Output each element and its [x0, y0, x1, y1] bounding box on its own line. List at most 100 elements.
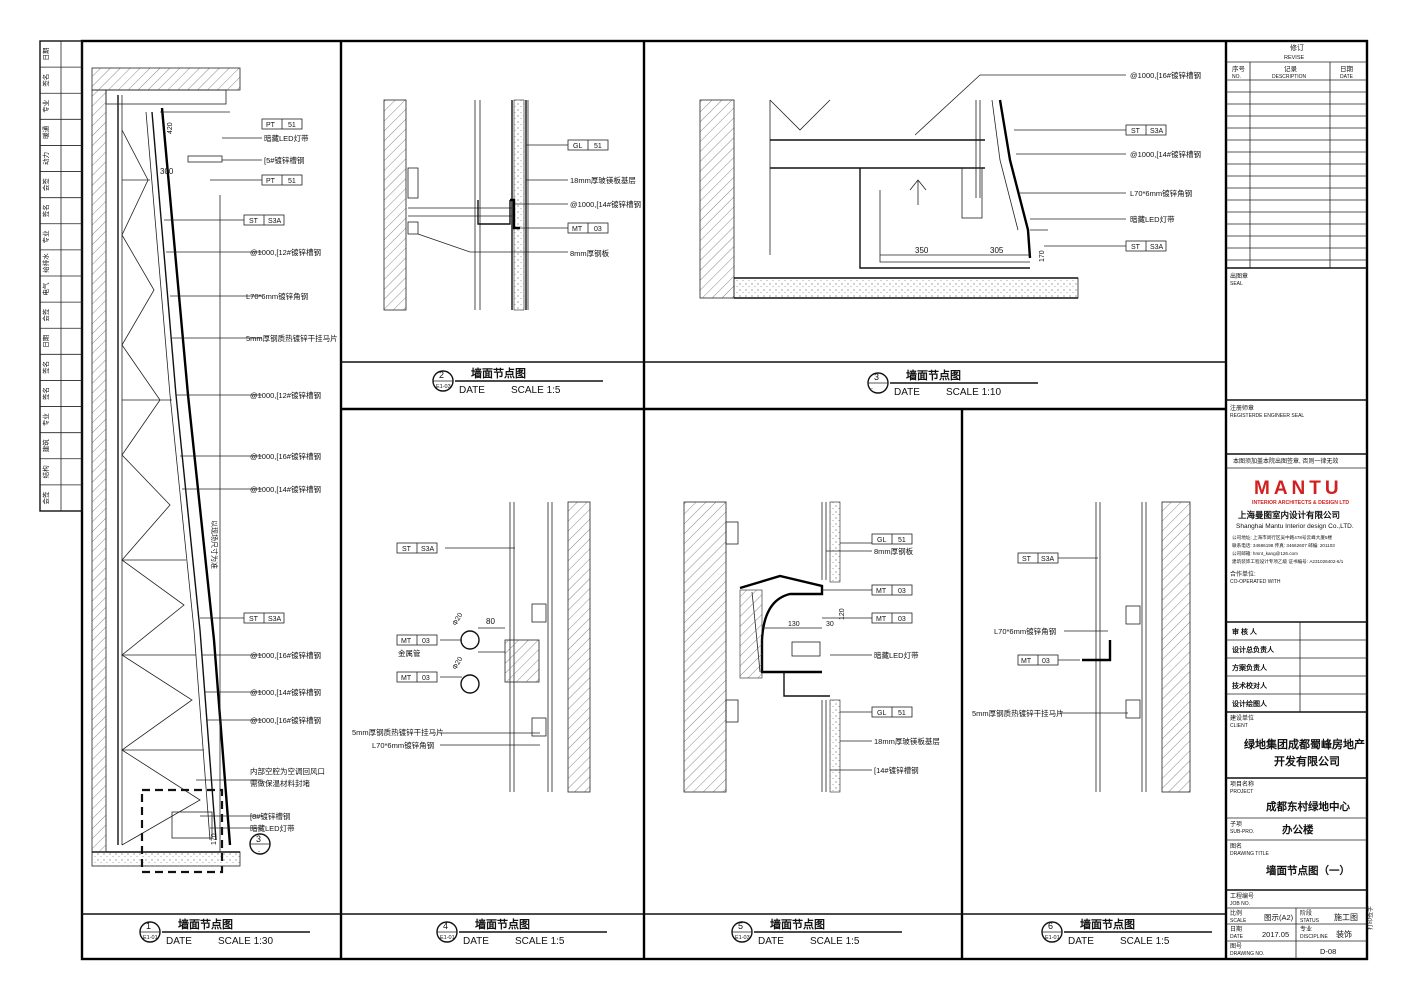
- svg-text:DATE: DATE: [1230, 934, 1244, 940]
- revise-title: 修订: [1290, 43, 1304, 52]
- svg-text:S3A: S3A: [1150, 128, 1164, 135]
- view-scale: SCALE 1:5: [515, 936, 565, 947]
- svg-text:GL: GL: [877, 537, 886, 544]
- v4-note: 金属管: [398, 648, 421, 658]
- v3-note: 暗藏LED灯带: [1130, 214, 1175, 224]
- svg-text:DATE: DATE: [1068, 936, 1094, 947]
- view-scale: SCALE 1:10: [946, 387, 1001, 398]
- v3-tag-st-s3a-b: ST S3A: [1125, 240, 1167, 252]
- v6-note: 5mm厚钢质热镀锌干挂马片: [972, 708, 1064, 718]
- project-name: 成都东村绿地中心: [1266, 800, 1350, 813]
- v1-detail-callout-box: [140, 788, 224, 874]
- v3-dim-350: 350: [915, 246, 929, 255]
- svg-text:S3A: S3A: [1150, 244, 1164, 251]
- svg-text:03: 03: [1042, 658, 1050, 665]
- svg-text:阶段: 阶段: [1300, 909, 1312, 917]
- drawing-title: 墙面节点图（一）: [1266, 864, 1350, 877]
- svg-text:ST: ST: [1131, 244, 1141, 251]
- svg-text:03: 03: [422, 638, 430, 645]
- v3-dim-305: 305: [990, 246, 1004, 255]
- strip-label: 签名: [41, 74, 50, 87]
- svg-text:DATE: DATE: [894, 387, 920, 398]
- edge-note: 打印签字: [1366, 906, 1374, 930]
- scale-value: 图示(A2): [1264, 913, 1294, 922]
- svg-text:S3A: S3A: [1041, 556, 1055, 563]
- v3-note: @1000,[16#镀锌槽钢: [1130, 70, 1201, 80]
- strip-label: 给排水: [41, 253, 50, 273]
- view-title-text: 墙面节点图: [178, 917, 233, 931]
- svg-text:ST: ST: [402, 546, 412, 553]
- strip-label: 结构: [41, 465, 50, 479]
- strip-label: 日期: [42, 47, 50, 61]
- svg-text:JOB NO.: JOB NO.: [1230, 901, 1250, 907]
- svg-text:REGISTERDE ENGINEER SEAL: REGISTERDE ENGINEER SEAL: [1230, 413, 1304, 419]
- svg-text:03: 03: [898, 616, 906, 623]
- v4-dim-80: 80: [486, 617, 495, 626]
- svg-text:记录: 记录: [1284, 65, 1298, 73]
- svg-text:2: 2: [439, 370, 444, 380]
- mantu-logo-sub: INTERIOR ARCHITECTS & DESIGN LTD: [1252, 500, 1349, 506]
- view-title-text: 墙面节点图: [475, 917, 530, 931]
- v1-note: @1000,[14#镀锌槽钢: [250, 687, 321, 697]
- svg-text:SEAL: SEAL: [1230, 281, 1243, 287]
- svg-text:建筑装饰工程设计专项乙级 证书编号: A2310264: 建筑装饰工程设计专项乙级 证书编号: A231026402-6/1: [1232, 558, 1344, 565]
- v5-tag-gl51-a: GL 51: [871, 533, 913, 545]
- svg-text:DISCIPLINE: DISCIPLINE: [1300, 934, 1328, 940]
- v5-dim-120: 120: [839, 608, 846, 620]
- strip-label: 会签: [41, 491, 50, 505]
- view-scale: SCALE 1:30: [218, 936, 273, 947]
- v4-note: 5mm厚钢质热镀锌干挂马片: [352, 727, 444, 737]
- svg-text:6: 6: [1048, 921, 1053, 931]
- svg-text:DATE: DATE: [1340, 74, 1354, 80]
- sign-row-label: 方案负责人: [1232, 663, 1268, 672]
- svg-text:ST: ST: [249, 616, 259, 623]
- svg-text:DATE: DATE: [758, 936, 784, 947]
- strip-label: 暖通: [41, 125, 50, 139]
- v1-note: 5mm厚钢质热镀锌干挂马片: [246, 333, 338, 343]
- v5-note: [14#镀锌槽钢: [874, 765, 919, 775]
- svg-text:3: 3: [874, 372, 879, 382]
- v1-dim-420: 420: [167, 122, 174, 134]
- v1-note: 内部空腔为空调回风口: [250, 766, 325, 776]
- svg-text:3: 3: [256, 834, 261, 844]
- view-title-text: 墙面节点图: [906, 368, 961, 382]
- v5-dim-130: 130: [788, 621, 800, 628]
- warning-text: 本图须加盖本院出图签章, 否则一律无效: [1233, 457, 1338, 465]
- view-scale: SCALE 1:5: [1120, 936, 1170, 947]
- svg-text:E1-01: E1-01: [143, 935, 158, 941]
- v2-note: 18mm厚玻镁板基层: [570, 175, 636, 185]
- view-title-text: 墙面节点图: [770, 917, 825, 931]
- svg-text:PROJECT: PROJECT: [1230, 789, 1253, 795]
- sign-row-label: 设计总负责人: [1232, 645, 1275, 654]
- svg-text:项目名称: 项目名称: [1230, 780, 1254, 788]
- svg-text:4: 4: [443, 921, 448, 931]
- svg-text:DRAWING TITLE: DRAWING TITLE: [1230, 851, 1270, 857]
- sign-row-label: 设计绘图人: [1232, 699, 1268, 708]
- v6-note: L70*6mm镀锌角钢: [994, 626, 1056, 636]
- svg-text:51: 51: [898, 537, 906, 544]
- v1-note: 暗藏LED灯带: [250, 823, 295, 833]
- company-name-en: Shanghai Mantu Interior design Co.,LTD.: [1236, 523, 1354, 530]
- svg-text:日期: 日期: [1230, 925, 1242, 933]
- svg-text:图号: 图号: [1230, 943, 1242, 950]
- svg-text:-: -: [871, 386, 873, 392]
- v5-note: 暗藏LED灯带: [874, 650, 919, 660]
- svg-text:STATUS: STATUS: [1300, 918, 1320, 924]
- svg-text:03: 03: [898, 588, 906, 595]
- svg-text:-: -: [258, 849, 260, 855]
- v5-note: 8mm厚钢板: [874, 546, 914, 556]
- engineer-seal-label: 注册师章: [1230, 404, 1254, 412]
- svg-text:合作单位:: 合作单位:: [1230, 570, 1256, 578]
